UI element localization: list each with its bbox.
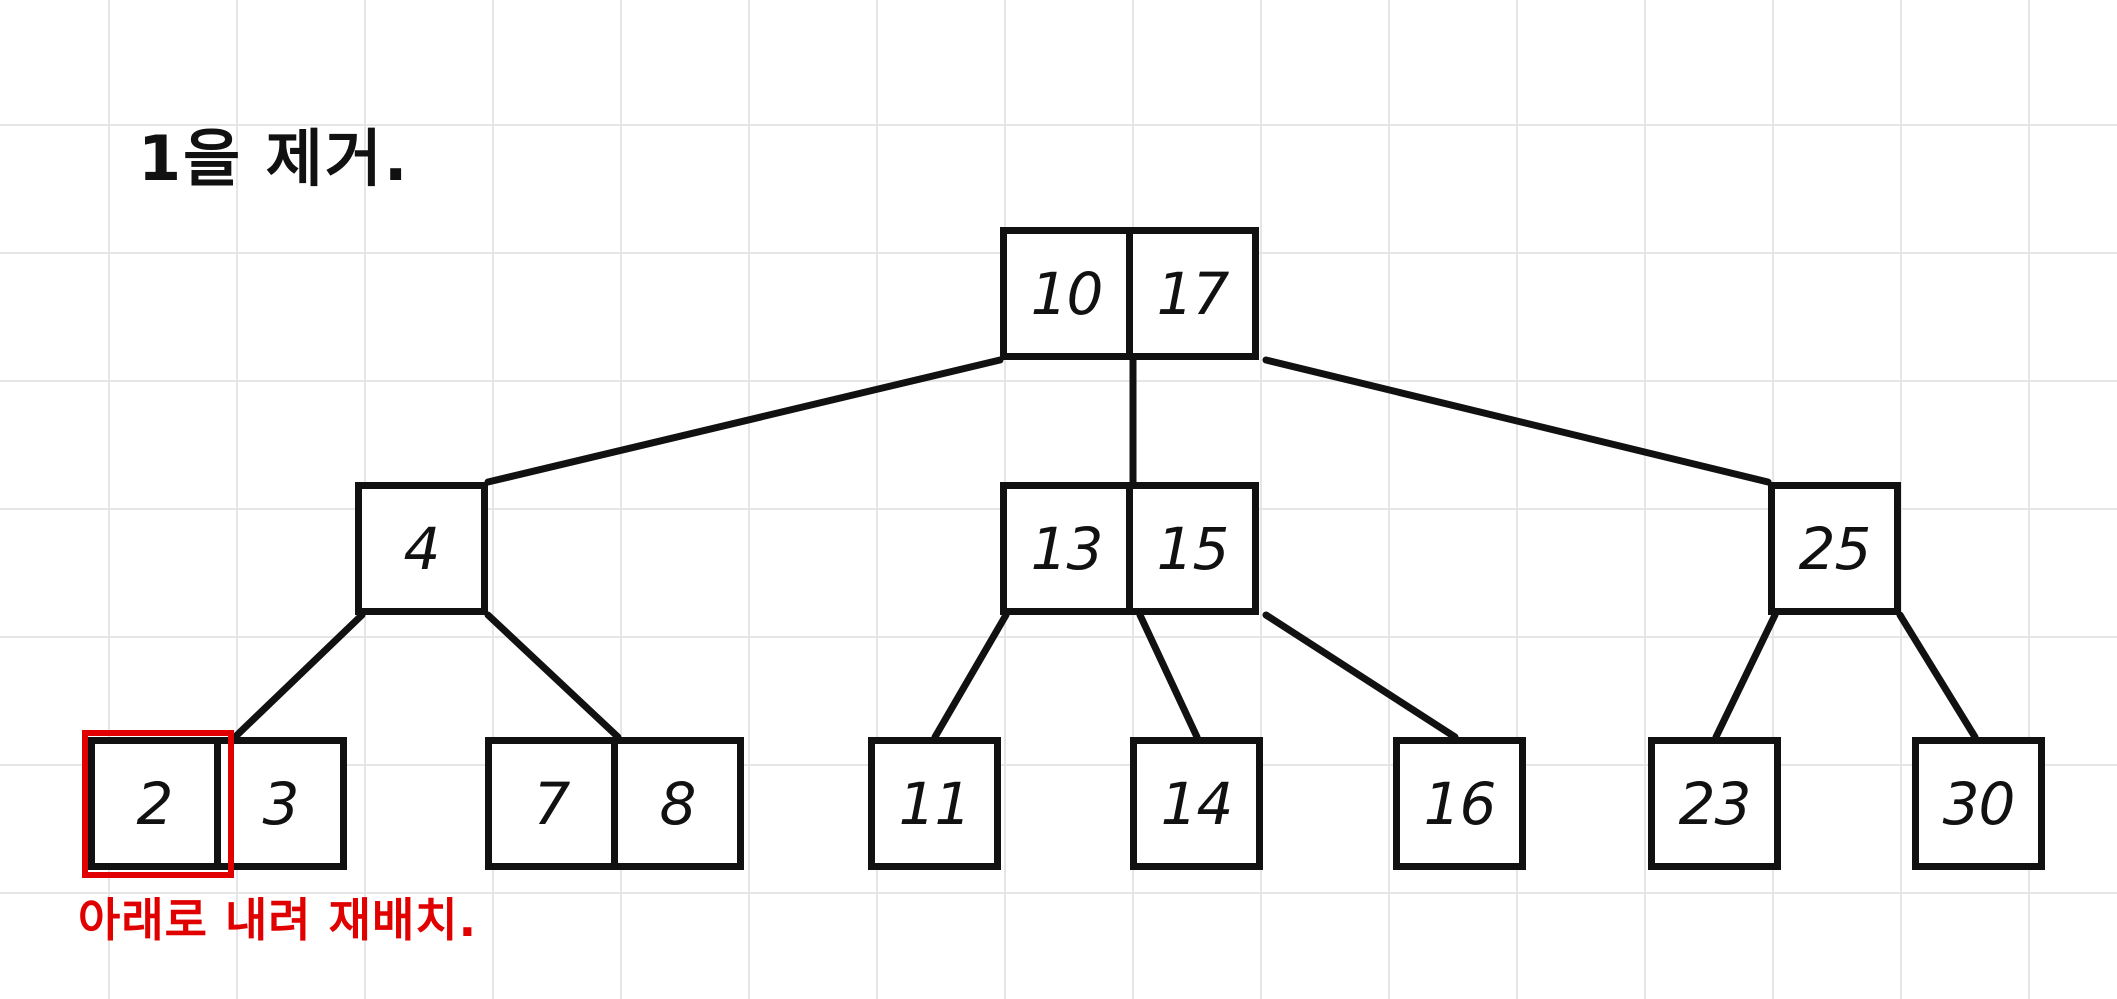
tree-edge-root-to-n-25 [1262, 356, 1772, 486]
tree-edge-root-to-n-4 [484, 356, 1004, 486]
tree-node-cell-23[interactable]: 23 [1648, 737, 1781, 870]
tree-edge-n-13-15-to-leaf-16 [1262, 611, 1459, 741]
tree-node-leaf-11[interactable]: 11 [868, 737, 1001, 870]
tree-node-cell-11[interactable]: 11 [868, 737, 1001, 870]
tree-node-cell-2[interactable]: 2 [88, 737, 221, 870]
tree-node-n-25[interactable]: 25 [1768, 482, 1901, 615]
tree-edge-n-13-15-to-leaf-11 [931, 611, 1010, 741]
tree-node-cell-25[interactable]: 25 [1768, 482, 1901, 615]
tree-edge-n-25-to-leaf-23 [1712, 611, 1779, 741]
tree-edge-n-25-to-leaf-30 [1896, 611, 1979, 741]
tree-node-cell-30[interactable]: 30 [1912, 737, 2045, 870]
tree-node-leaf-23[interactable]: 23 [1648, 737, 1781, 870]
tree-node-cell-13[interactable]: 13 [1000, 482, 1133, 615]
tree-node-cell-16[interactable]: 16 [1393, 737, 1526, 870]
tree-node-cell-14[interactable]: 14 [1130, 737, 1263, 870]
tree-node-cell-17[interactable]: 17 [1126, 227, 1259, 360]
tree-node-leaf-30[interactable]: 30 [1912, 737, 2045, 870]
tree-node-cell-4[interactable]: 4 [355, 482, 488, 615]
tree-node-cell-15[interactable]: 15 [1126, 482, 1259, 615]
tree-node-cell-7[interactable]: 7 [485, 737, 618, 870]
tree-node-leaf-14[interactable]: 14 [1130, 737, 1263, 870]
tree-edge-n-13-15-to-leaf-14 [1136, 611, 1201, 741]
tree-node-leaf-16[interactable]: 16 [1393, 737, 1526, 870]
tree-node-n-4[interactable]: 4 [355, 482, 488, 615]
title-annotation: 1을 제거. [138, 122, 410, 195]
tree-node-cell-8[interactable]: 8 [611, 737, 744, 870]
tree-edge-n-4-to-leaf-7-8 [484, 611, 622, 741]
red-annotation: 아래로 내려 재배치. [78, 893, 478, 947]
tree-edge-n-4-to-leaf-2-3 [231, 611, 366, 741]
tree-node-cell-10[interactable]: 10 [1000, 227, 1133, 360]
tree-node-cell-3[interactable]: 3 [214, 737, 347, 870]
